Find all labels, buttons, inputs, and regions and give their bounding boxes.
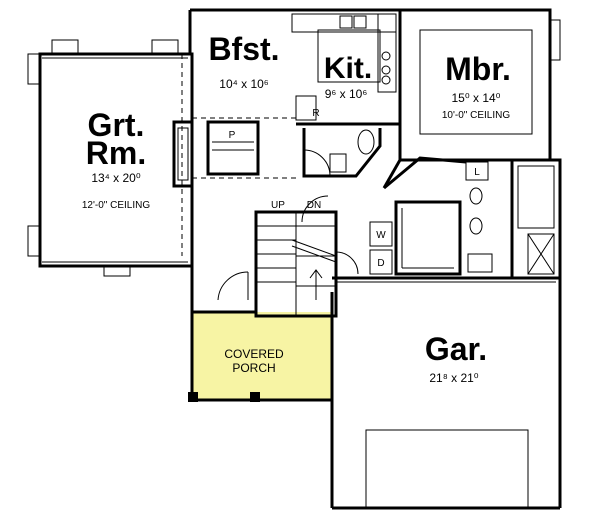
breakfast-name: Bfst. [208,31,279,67]
garage-label: Gar. 21⁸ x 21⁰ [425,331,487,385]
covered-porch-area [193,312,331,400]
pantry-label: P [229,130,236,141]
kitchen-label: Kit. 9⁶ x 10⁶ [324,52,372,101]
stair-up-label: UP [271,200,285,211]
washer-label: W [376,230,386,241]
great-room-name-line1: Grt. [88,107,145,143]
powder-room [302,128,382,178]
refrigerator-label: R [312,108,319,119]
master-bedroom-name: Mbr. [445,51,511,87]
garage-walls [330,276,562,510]
kitchen-name: Kit. [324,52,372,85]
fireplace [172,120,194,188]
pantry-hall [181,54,296,256]
great-room-ceiling: 12'-0" CEILING [82,200,150,211]
breakfast-label: Bfst. 10⁴ x 10⁶ [208,31,279,91]
breakfast-dims: 10⁴ x 10⁶ [219,77,269,91]
covered-porch-label: COVERED PORCH [224,347,284,375]
great-room-dims: 13⁴ x 20⁰ [91,171,141,185]
great-room-label: Grt. Rm. 13⁴ x 20⁰ 12'-0" CEILING [82,107,150,211]
dryer-label: D [377,258,384,269]
linen-label: L [474,167,480,178]
covered-porch-line1: COVERED [224,347,284,361]
master-bath-closet [369,156,562,280]
stair [254,195,359,318]
great-room-name-line2: Rm. [86,135,146,171]
stair-down-label: DN [307,200,321,211]
master-bedroom-ceiling: 10'-0" CEILING [442,110,510,121]
entry-porch-walls [188,256,332,402]
garage-name: Gar. [425,331,487,367]
master-bedroom-dims: 15⁰ x 14⁰ [452,91,501,105]
garage-dims: 21⁸ x 21⁰ [429,371,478,385]
kitchen-dims: 9⁶ x 10⁶ [325,87,368,101]
covered-porch-line2: PORCH [232,361,275,375]
master-bedroom-walls [382,8,561,189]
master-bedroom-label: Mbr. 15⁰ x 14⁰ 10'-0" CEILING [442,51,511,121]
